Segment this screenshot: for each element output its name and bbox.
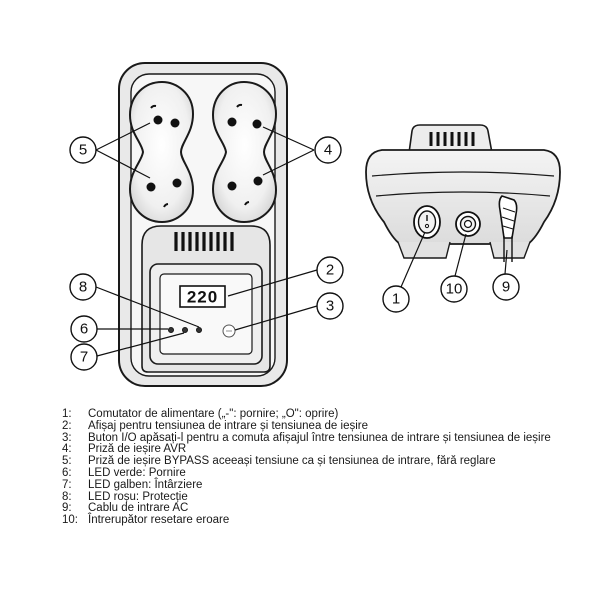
- lcd-display: [179, 285, 226, 308]
- legend-item: 8: LED roșu: Protecție: [62, 490, 592, 504]
- legend-description: LED verde: Pornire: [88, 466, 186, 479]
- bypass-socket-top: [150, 104, 180, 128]
- callout-3: 3: [326, 298, 334, 315]
- legend-number: 6:: [62, 466, 72, 479]
- side-leader-lines: [400, 231, 508, 288]
- legend-item: 4: Priză de ieșire AVR: [62, 444, 592, 456]
- legend-number: 8:: [62, 490, 72, 503]
- legend-number: 7:: [62, 478, 72, 491]
- legend-item: 3: Buton I/O apăsați-l pentru a comuta af…: [62, 431, 592, 445]
- callout-5: 5: [79, 142, 87, 159]
- legend-item: 10: Întrerupător resetare eroare: [62, 514, 592, 527]
- legend-number: 9:: [62, 502, 72, 515]
- ac-input-cable: [498, 195, 518, 262]
- avr-socket-bottom: [227, 176, 263, 206]
- callout-8: 8: [79, 279, 87, 296]
- led-red: [195, 326, 202, 333]
- side-vent-grille: [429, 132, 475, 146]
- side-view: 1 10 9: [365, 124, 561, 313]
- legend-description: LED galben: Întârziere: [88, 478, 203, 491]
- legend-item: 7: LED galben: Întârziere: [62, 478, 592, 492]
- side-foot-left: [397, 241, 451, 259]
- bypass-socket-bottom: [146, 178, 182, 208]
- legend-number: 4:: [62, 443, 72, 456]
- legend-description: Buton I/O apăsați-l pentru a comuta afiș…: [88, 431, 551, 444]
- legend-description: Afișaj pentru tensiunea de intrare și te…: [88, 419, 369, 432]
- side-foot-right: [489, 241, 531, 259]
- avr-socket-top: [227, 103, 262, 129]
- legend-item: 2: Afișaj pentru tensiunea de intrare și …: [62, 419, 592, 433]
- avr-socket-pair: [211, 80, 278, 224]
- legend-description: Cablu de intrare AC: [88, 502, 189, 515]
- legend-item: 1: Comutator de alimentare („-": pornire;…: [62, 408, 592, 421]
- callout-10: 10: [446, 281, 463, 298]
- legend-item: 9: Cablu de intrare AC: [62, 503, 592, 515]
- callout-7: 7: [80, 349, 88, 366]
- legend-number: 3:: [62, 431, 72, 444]
- led-green: [167, 326, 174, 333]
- callout-6: 6: [80, 321, 88, 338]
- callout-4: 4: [324, 142, 332, 159]
- legend-description: Priză de ieșire AVR: [88, 443, 187, 456]
- legend-number: 5:: [62, 455, 72, 468]
- callout-1: 1: [392, 291, 400, 308]
- vent-grille: [174, 232, 234, 251]
- callout-2: 2: [326, 262, 334, 279]
- callout-9: 9: [502, 279, 510, 296]
- legend-item: 5: Priză de ieșire BYPASS aceeași tensiun…: [62, 455, 592, 468]
- front-callouts: [69, 136, 344, 371]
- legend-number: 1:: [62, 408, 72, 420]
- bypass-socket-pair: [128, 80, 195, 224]
- lcd-reading: 220: [187, 288, 218, 307]
- legend-description: Comutator de alimentare („-": pornire; „…: [88, 408, 339, 420]
- legend-number: 2:: [62, 419, 72, 432]
- front-leader-lines: [95, 122, 318, 357]
- led-yellow: [181, 326, 188, 333]
- legend-description: LED roșu: Protecție: [88, 490, 188, 503]
- legend-description: Priză de ieșire BYPASS aceeași tensiune …: [88, 455, 496, 468]
- legend-item: 6: LED verde: Pornire: [62, 466, 592, 480]
- power-switch[interactable]: [413, 205, 441, 239]
- legend-description: Întrerupător resetare eroare: [88, 514, 230, 527]
- reset-breaker[interactable]: [455, 211, 481, 237]
- legend-number: 10:: [62, 514, 78, 527]
- front-view: 220 5 4: [69, 62, 344, 387]
- legend-list: 1: Comutator de alimentare („-": pornire;…: [62, 408, 592, 527]
- side-callouts: [382, 273, 520, 313]
